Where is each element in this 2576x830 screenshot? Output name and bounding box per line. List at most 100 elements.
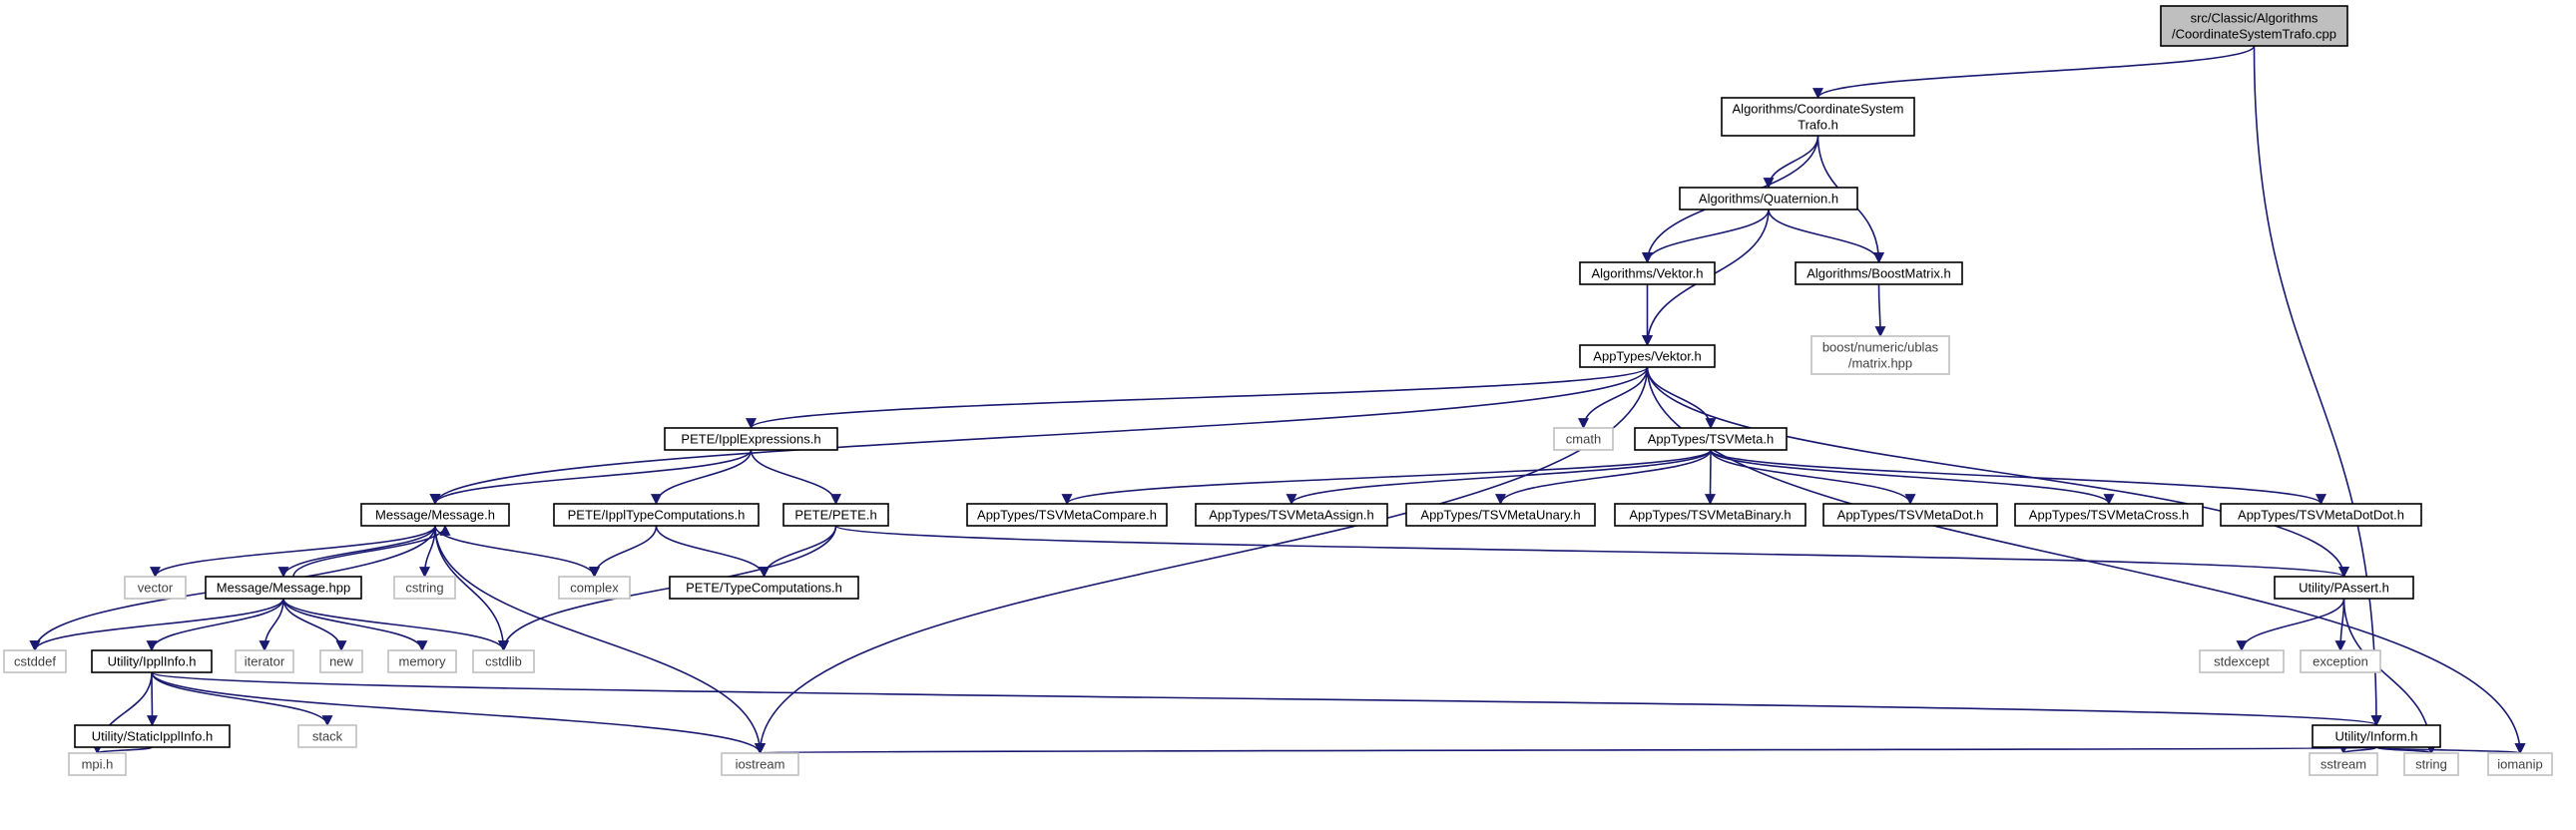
node-quaternion[interactable]: Algorithms/Quaternion.h bbox=[1679, 187, 1858, 210]
node-ippltypecomp[interactable]: PETE/IpplTypeComputations.h bbox=[553, 503, 760, 527]
node-label-iomanip-0: iomanip bbox=[2497, 757, 2543, 772]
node-tsvunary[interactable]: AppTypes/TSVMetaUnary.h bbox=[1405, 503, 1596, 527]
node-tsvcross[interactable]: AppTypes/TSVMetaCross.h bbox=[2014, 503, 2204, 527]
node-box-boostmatrix bbox=[1795, 261, 1963, 285]
node-label-exception-0: exception bbox=[2313, 654, 2368, 669]
node-inform[interactable]: Utility/Inform.h bbox=[2312, 724, 2441, 748]
node-label-tsvdot-0: AppTypes/TSVMetaDot.h bbox=[1837, 508, 1984, 523]
node-tsvdot[interactable]: AppTypes/TSVMetaDot.h bbox=[1822, 503, 1998, 527]
node-label-coordtrafo-1: Trafo.h bbox=[1798, 118, 1838, 133]
node-label-ublas-0: boost/numeric/ublas bbox=[1822, 340, 1939, 355]
node-box-messagehpp bbox=[205, 576, 362, 600]
node-box-complex bbox=[558, 576, 631, 600]
node-appvektor[interactable]: AppTypes/Vektor.h bbox=[1579, 344, 1716, 368]
node-box-exception bbox=[2300, 649, 2381, 673]
node-messageh[interactable]: Message/Message.h bbox=[360, 503, 510, 527]
edge-staticippl-to-mpih bbox=[92, 743, 154, 755]
node-box-appvektor bbox=[1579, 344, 1716, 368]
node-label-tsvcompare-0: AppTypes/TSVMetaCompare.h bbox=[977, 508, 1157, 523]
node-tsvcompare[interactable]: AppTypes/TSVMetaCompare.h bbox=[966, 503, 1168, 527]
node-ipplexpr[interactable]: PETE/IpplExpressions.h bbox=[664, 427, 838, 451]
node-iterator: iterator bbox=[235, 649, 294, 673]
node-label-cstddef-0: cstddef bbox=[14, 654, 56, 669]
edge-appvektor-to-cmath bbox=[1578, 366, 1649, 430]
edge-messageh-to-vector bbox=[150, 525, 436, 579]
edge-root-to-coordtrafo bbox=[1812, 45, 2256, 100]
node-label-boostmatrix-0: Algorithms/BoostMatrix.h bbox=[1806, 266, 1951, 281]
node-box-stdexcept bbox=[2199, 649, 2285, 673]
node-label-tsvunary-0: AppTypes/TSVMetaUnary.h bbox=[1420, 508, 1580, 523]
node-label-messagehpp-0: Message/Message.hpp bbox=[217, 581, 350, 596]
node-mpih: mpi.h bbox=[68, 752, 127, 776]
edge-messagehpp-to-messageh bbox=[292, 524, 451, 578]
node-box-coordtrafo bbox=[1721, 97, 1915, 137]
node-peteh[interactable]: PETE/PETE.h bbox=[782, 503, 889, 527]
node-cstdlib: cstdlib bbox=[472, 649, 535, 673]
node-messagehpp[interactable]: Message/Message.hpp bbox=[205, 576, 362, 600]
node-label-string-0: string bbox=[2415, 757, 2447, 772]
node-box-staticippl bbox=[74, 724, 231, 748]
node-string: string bbox=[2403, 752, 2459, 776]
edge-messageh-to-messagehpp bbox=[277, 525, 436, 579]
node-ipplinfo[interactable]: Utility/IpplInfo.h bbox=[91, 649, 213, 673]
node-label-coordtrafo-0: Algorithms/CoordinateSystem bbox=[1733, 102, 1904, 117]
node-label-ipplexpr-0: PETE/IpplExpressions.h bbox=[681, 432, 820, 447]
node-iomanip: iomanip bbox=[2487, 752, 2553, 776]
node-label-tsvassign-0: AppTypes/TSVMetaAssign.h bbox=[1209, 508, 1373, 523]
edge-ipplinfo-to-stack bbox=[151, 671, 333, 727]
node-staticippl[interactable]: Utility/StaticIpplInfo.h bbox=[74, 724, 231, 748]
node-label-passert-0: Utility/PAssert.h bbox=[2299, 581, 2389, 596]
edge-peteh-to-typecomp bbox=[759, 525, 837, 579]
node-coordtrafo[interactable]: Algorithms/CoordinateSystemTrafo.h bbox=[1721, 97, 1915, 137]
node-typecomp[interactable]: PETE/TypeComputations.h bbox=[669, 576, 859, 600]
node-box-algvektor bbox=[1579, 261, 1716, 285]
node-boostmatrix[interactable]: Algorithms/BoostMatrix.h bbox=[1795, 261, 1963, 285]
node-box-quaternion bbox=[1679, 187, 1858, 210]
node-label-stack-0: stack bbox=[312, 729, 343, 744]
node-label-new-0: new bbox=[329, 654, 353, 669]
node-box-cstring bbox=[393, 576, 456, 600]
edge-messagehpp-to-memory bbox=[282, 598, 428, 652]
node-box-sstream bbox=[2309, 752, 2378, 776]
node-box-string bbox=[2403, 752, 2459, 776]
node-tsvbinary[interactable]: AppTypes/TSVMetaBinary.h bbox=[1614, 503, 1806, 527]
node-label-tsvmeta-0: AppTypes/TSVMeta.h bbox=[1648, 432, 1774, 447]
node-tsvmeta[interactable]: AppTypes/TSVMeta.h bbox=[1634, 427, 1788, 451]
node-box-cstdlib bbox=[472, 649, 535, 673]
node-label-mpih-0: mpi.h bbox=[82, 757, 114, 772]
node-passert[interactable]: Utility/PAssert.h bbox=[2274, 576, 2414, 600]
edge-coordtrafo-to-quaternion bbox=[1763, 135, 1819, 190]
node-label-tsvdotdot-0: AppTypes/TSVMetaDotDot.h bbox=[2238, 508, 2404, 523]
edge-appvektor-to-ipplexpr bbox=[746, 366, 1649, 430]
node-ublas: boost/numeric/ublas/matrix.hpp bbox=[1810, 335, 1950, 375]
node-label-staticippl-0: Utility/StaticIpplInfo.h bbox=[92, 729, 213, 744]
edge-boostmatrix-to-ublas bbox=[1874, 283, 1886, 338]
node-algvektor[interactable]: Algorithms/Vektor.h bbox=[1579, 261, 1716, 285]
edge-ipplinfo-to-inform bbox=[151, 671, 2381, 727]
node-box-peteh bbox=[782, 503, 889, 527]
node-label-ippltypecomp-0: PETE/IpplTypeComputations.h bbox=[568, 508, 746, 523]
node-cstddef: cstddef bbox=[3, 649, 67, 673]
node-box-mpih bbox=[68, 752, 127, 776]
edge-tsvmeta-to-tsvdotdot bbox=[1710, 449, 2326, 506]
node-stack: stack bbox=[297, 724, 357, 748]
edge-messageh-to-iostream bbox=[434, 525, 766, 755]
edge-messagehpp-to-iterator bbox=[258, 598, 284, 652]
node-root[interactable]: src/Classic/Algorithms/CoordinateSystemT… bbox=[2160, 5, 2348, 47]
node-box-tsvcross bbox=[2014, 503, 2204, 527]
node-complex: complex bbox=[558, 576, 631, 600]
edge-inform-to-iomanip bbox=[2375, 742, 2526, 755]
node-label-tsvbinary-0: AppTypes/TSVMetaBinary.h bbox=[1629, 508, 1791, 523]
edge-messagehpp-to-cstdlib bbox=[282, 598, 509, 652]
node-box-ipplexpr bbox=[664, 427, 838, 451]
node-tsvassign[interactable]: AppTypes/TSVMetaAssign.h bbox=[1195, 503, 1388, 527]
node-label-ipplinfo-0: Utility/IpplInfo.h bbox=[108, 654, 197, 669]
node-box-ublas bbox=[1810, 335, 1950, 375]
node-label-messageh-0: Message/Message.h bbox=[375, 508, 495, 523]
edge-passert-to-stdexcept bbox=[2236, 598, 2345, 652]
node-box-cstddef bbox=[3, 649, 67, 673]
node-box-memory bbox=[387, 649, 457, 673]
dependency-nodes: src/Classic/Algorithms/CoordinateSystemT… bbox=[3, 5, 2553, 776]
node-tsvdotdot[interactable]: AppTypes/TSVMetaDotDot.h bbox=[2220, 503, 2422, 527]
node-stdexcept: stdexcept bbox=[2199, 649, 2285, 673]
